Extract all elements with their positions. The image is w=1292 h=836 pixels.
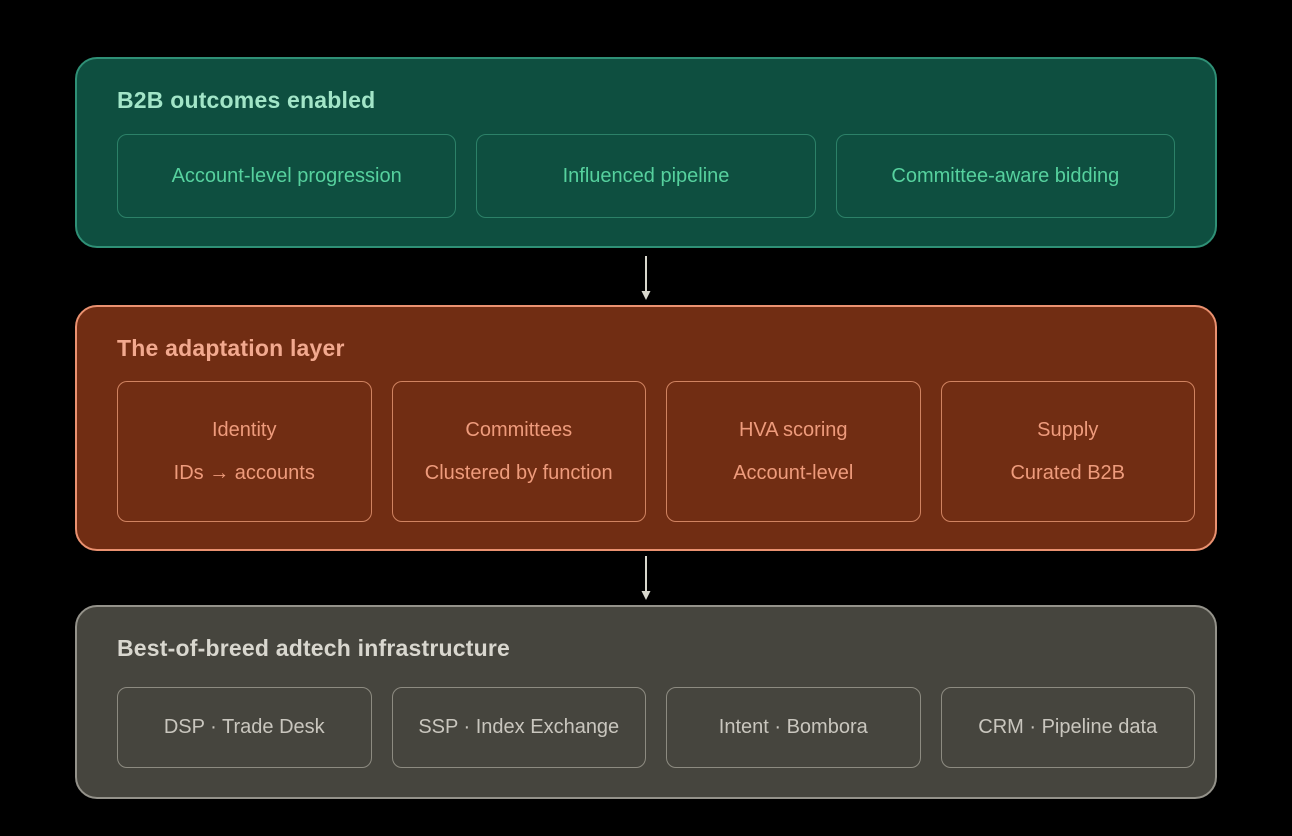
infra-box-label: Intent · Bombora [718,716,868,738]
adaptation-box-sublabel: Clustered by function [424,461,613,484]
panel-adaptation-layer: The adaptation layer Identity IDs → acco… [75,305,1217,551]
panel-b2b-outcomes: B2B outcomes enabled Account-level progr… [75,57,1217,248]
infra-box-dsp: DSP · Trade Desk [117,687,372,768]
outcome-box-label: Account-level progression [171,164,402,187]
adaptation-box-hva-scoring: HVA scoring Account-level [666,381,921,522]
adaptation-box-label: Identity [212,418,277,441]
adaptation-box-supply: Supply Curated B2B [940,381,1195,522]
infra-box-label: SSP · Index Exchange [418,716,620,738]
adaptation-box-sublabel: Account-level [733,461,854,484]
down-arrow-icon [639,555,653,601]
adaptation-box-committees: Committees Clustered by function [391,381,646,522]
infrastructure-boxes: DSP · Trade Desk SSP · Index Exchange In… [117,687,1195,768]
infra-box-label: DSP · Trade Desk [163,716,325,738]
adaptation-box-label: Supply [1037,418,1099,441]
adtech-infrastructure-title: Best-of-breed adtech infrastructure [117,635,510,661]
infra-box-label: CRM · Pipeline data [978,716,1158,738]
outcome-box-influenced-pipeline: Influenced pipeline [476,134,816,218]
outcome-box-account-progression: Account-level progression [117,134,457,218]
panel-adtech-infrastructure: Best-of-breed adtech infrastructure DSP … [75,605,1217,799]
outcome-box-label: Committee-aware bidding [891,164,1120,187]
outcome-box-committee-bidding: Committee-aware bidding [835,134,1175,218]
adaptation-boxes: Identity IDs → accounts Committees Clust… [117,381,1195,522]
infra-box-ssp: SSP · Index Exchange [391,687,646,768]
adaptation-box-sublabel: Curated B2B [1010,461,1125,484]
adaptation-box-sublabel: IDs → accounts [173,461,315,484]
outcome-boxes: Account-level progression Influenced pip… [117,134,1175,218]
infra-box-crm: CRM · Pipeline data [940,687,1195,768]
infra-box-intent: Intent · Bombora [666,687,921,768]
b2b-outcomes-title: B2B outcomes enabled [117,87,376,113]
adaptation-layer-title: The adaptation layer [117,335,345,361]
down-arrow-icon [639,255,653,301]
outcome-box-label: Influenced pipeline [562,164,730,187]
adaptation-box-identity: Identity IDs → accounts [117,381,372,522]
adaptation-box-label: HVA scoring [738,418,848,441]
adaptation-box-label: Committees [465,418,573,441]
